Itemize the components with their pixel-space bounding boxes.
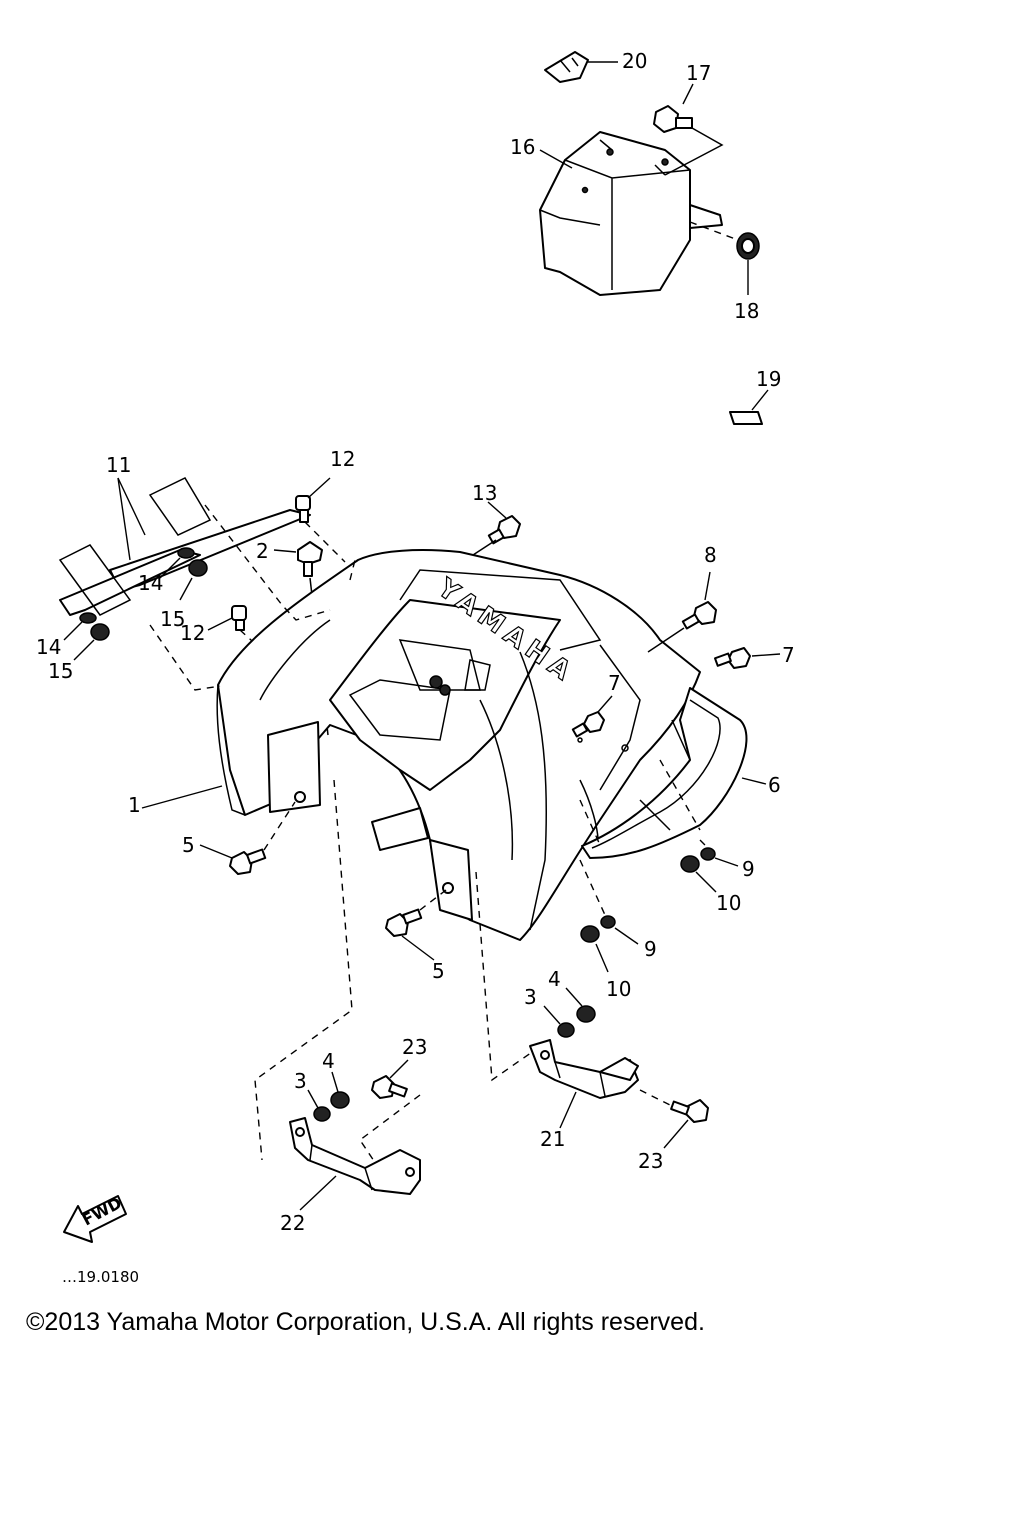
callout-21: 21	[540, 1127, 565, 1151]
part-10-nut[interactable]	[580, 855, 717, 973]
callout-14a: 14	[138, 571, 163, 595]
callout-5b: 5	[432, 959, 445, 983]
callout-6: 6	[768, 773, 781, 797]
callout-16: 16	[510, 135, 535, 159]
drawing-code: …19.0180	[62, 1268, 139, 1286]
callout-4a: 4	[548, 967, 561, 991]
callout-23b: 23	[638, 1149, 663, 1173]
part-14-washer[interactable]	[63, 547, 195, 641]
callout-14b: 14	[36, 635, 61, 659]
callout-9b: 9	[644, 937, 657, 961]
part-9-washer[interactable]	[579, 839, 739, 945]
assembly-lines	[149, 504, 677, 1171]
callout-3b: 3	[294, 1069, 307, 1093]
callout-18: 18	[734, 299, 759, 323]
callout-12a: 12	[330, 447, 355, 471]
part-12-screw[interactable]	[207, 477, 346, 651]
part-19-pad[interactable]	[729, 389, 769, 425]
callout-1: 1	[128, 793, 141, 817]
callout-20: 20	[622, 49, 647, 73]
part-21-bracket[interactable]	[529, 1039, 639, 1129]
fwd-arrow-icon: FWD	[63, 1193, 127, 1243]
part-3-washer[interactable]	[307, 1005, 575, 1122]
parts-diagram: YAMAHA	[36, 49, 795, 1286]
callout-5a: 5	[182, 833, 195, 857]
part-1-rear-fender[interactable]: YAMAHA	[141, 549, 701, 941]
callout-23a: 23	[402, 1035, 427, 1059]
callout-11: 11	[106, 453, 131, 477]
copyright-notice: ©2013 Yamaha Motor Corporation, U.S.A. A…	[26, 1308, 705, 1336]
callout-4b: 4	[322, 1049, 335, 1073]
part-5-bolt[interactable]	[199, 801, 447, 961]
part-23-bolt[interactable]	[371, 1059, 709, 1149]
part-8-bolt[interactable]	[647, 571, 717, 653]
callout-7a: 7	[782, 643, 795, 667]
callout-15a: 15	[160, 607, 185, 631]
callout-10a: 10	[716, 891, 741, 915]
part-16-cover[interactable]	[539, 131, 723, 296]
callout-labels: 20 17 16 18 19 11 12 13 2 8 14 15 12 14 …	[36, 49, 795, 1235]
part-20-clip[interactable]	[544, 51, 618, 83]
callout-15b: 15	[48, 659, 73, 683]
part-22-bracket[interactable]	[289, 1117, 421, 1211]
callout-19: 19	[756, 367, 781, 391]
part-6-flap[interactable]	[579, 687, 767, 859]
part-7-screw[interactable]	[571, 647, 781, 738]
callout-10b: 10	[606, 977, 631, 1001]
callout-13: 13	[472, 481, 497, 505]
part-4-nut[interactable]	[330, 987, 596, 1109]
callout-8: 8	[704, 543, 717, 567]
callout-12b: 12	[180, 621, 205, 645]
part-11-bar[interactable]	[58, 477, 311, 616]
callout-17: 17	[686, 61, 711, 85]
callout-3a: 3	[524, 985, 537, 1009]
callout-9a: 9	[742, 857, 755, 881]
callout-22: 22	[280, 1211, 305, 1235]
part-17-bolt[interactable]	[653, 83, 724, 176]
callout-7b: 7	[608, 671, 621, 695]
callout-2: 2	[256, 539, 269, 563]
part-18-nut[interactable]	[689, 221, 760, 295]
part-13-bolt[interactable]	[449, 501, 521, 571]
part-15-nut[interactable]	[73, 559, 208, 661]
